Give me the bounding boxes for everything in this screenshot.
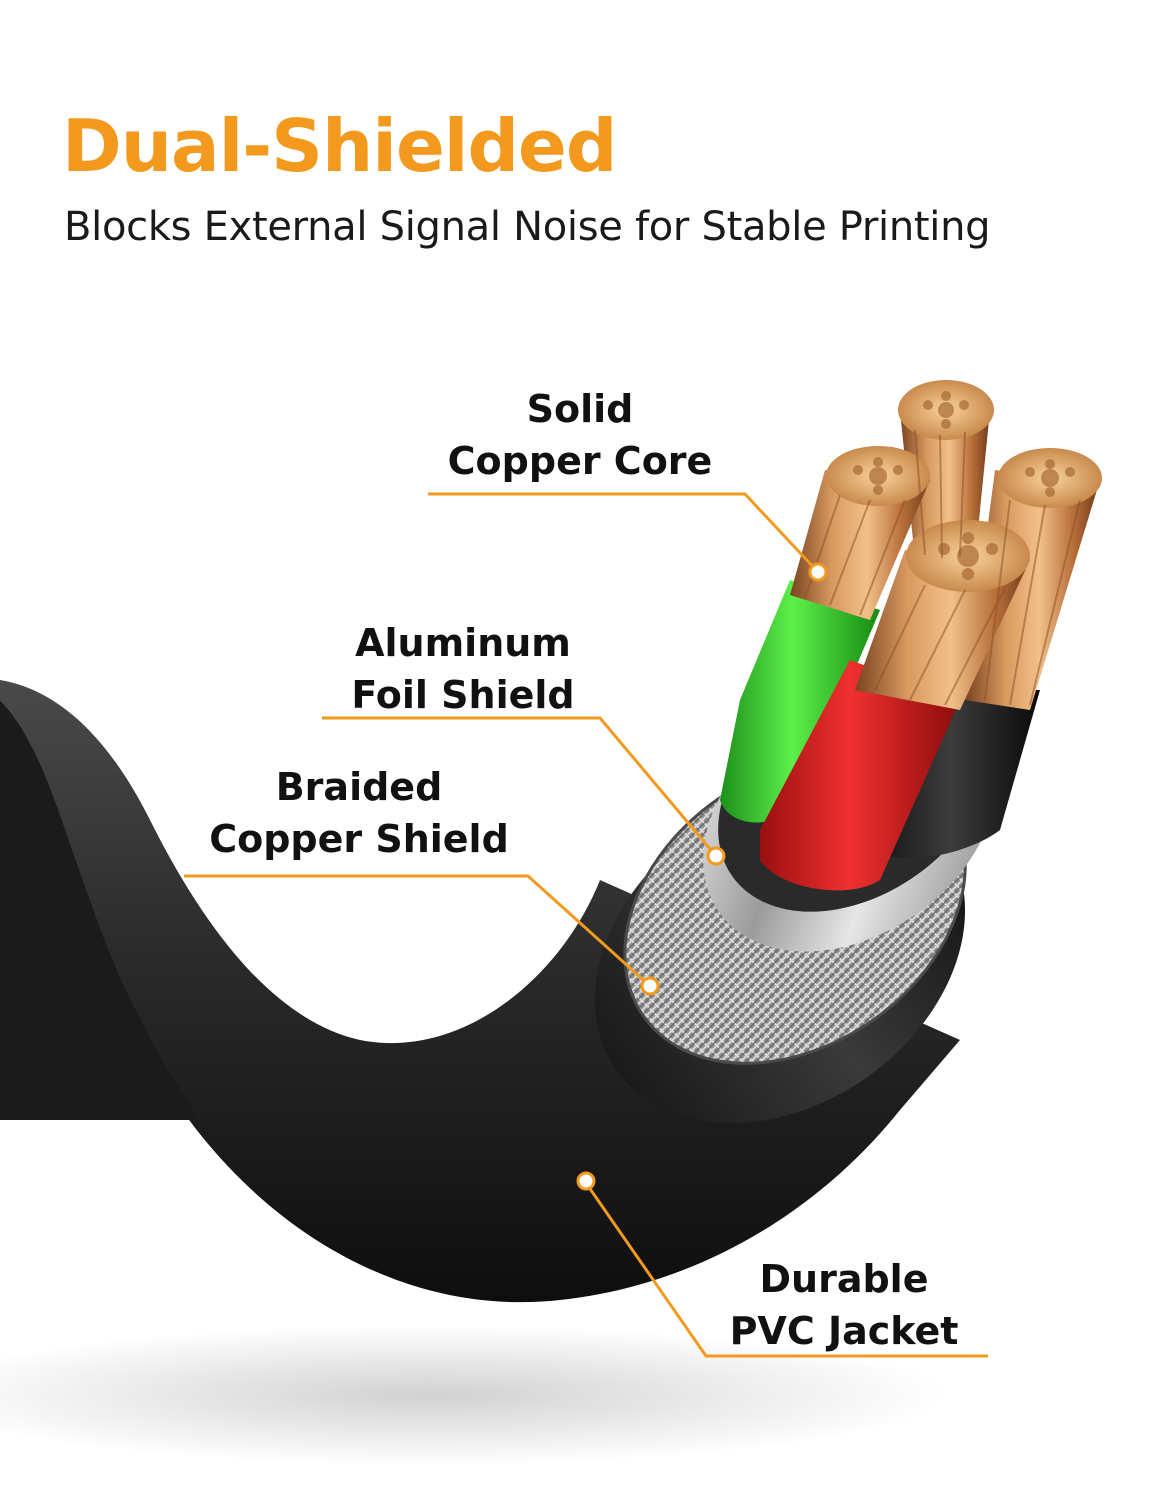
subheadline: Blocks External Signal Noise for Stable … (64, 204, 991, 250)
callout-markers (576, 562, 828, 1191)
pvc-jacket-tail (0, 700, 200, 1120)
callout-solid-copper-core: Solid Copper Core (430, 383, 730, 487)
jacket-marker-dot (576, 1171, 596, 1191)
callout-line-2: PVC Jacket (729, 1309, 959, 1353)
callout-line-2: Foil Shield (351, 673, 575, 717)
copper-core-strands (790, 380, 1102, 710)
foil-marker-dot (706, 846, 726, 866)
callout-aluminum-foil-shield: Aluminum Foil Shield (318, 617, 608, 721)
callout-leader-lines (184, 492, 988, 1358)
floor-shadow (0, 1325, 950, 1465)
pvc-jacket-body (0, 680, 960, 1303)
callout-line-1: Durable (759, 1257, 929, 1301)
callout-line-1: Aluminum (355, 621, 571, 665)
callout-line-1: Solid (526, 387, 634, 431)
callout-braided-copper-shield: Braided Copper Shield (186, 761, 532, 865)
red-wire-insulation (760, 660, 960, 891)
callout-line-2: Copper Core (447, 439, 713, 483)
callout-line-2: Copper Shield (209, 817, 509, 861)
callout-line-1: Braided (275, 765, 443, 809)
green-wire-insulation (720, 580, 880, 823)
jacket-leader-line (584, 1182, 988, 1358)
callout-durable-pvc-jacket: Durable PVC Jacket (706, 1253, 982, 1357)
core-leader-line (428, 492, 820, 574)
braid-leader-line (184, 874, 652, 988)
foil-leader-line (322, 716, 718, 857)
braid-marker-dot (640, 976, 660, 996)
headline: Dual-Shielded (62, 104, 617, 188)
core-marker-dot (808, 562, 828, 582)
